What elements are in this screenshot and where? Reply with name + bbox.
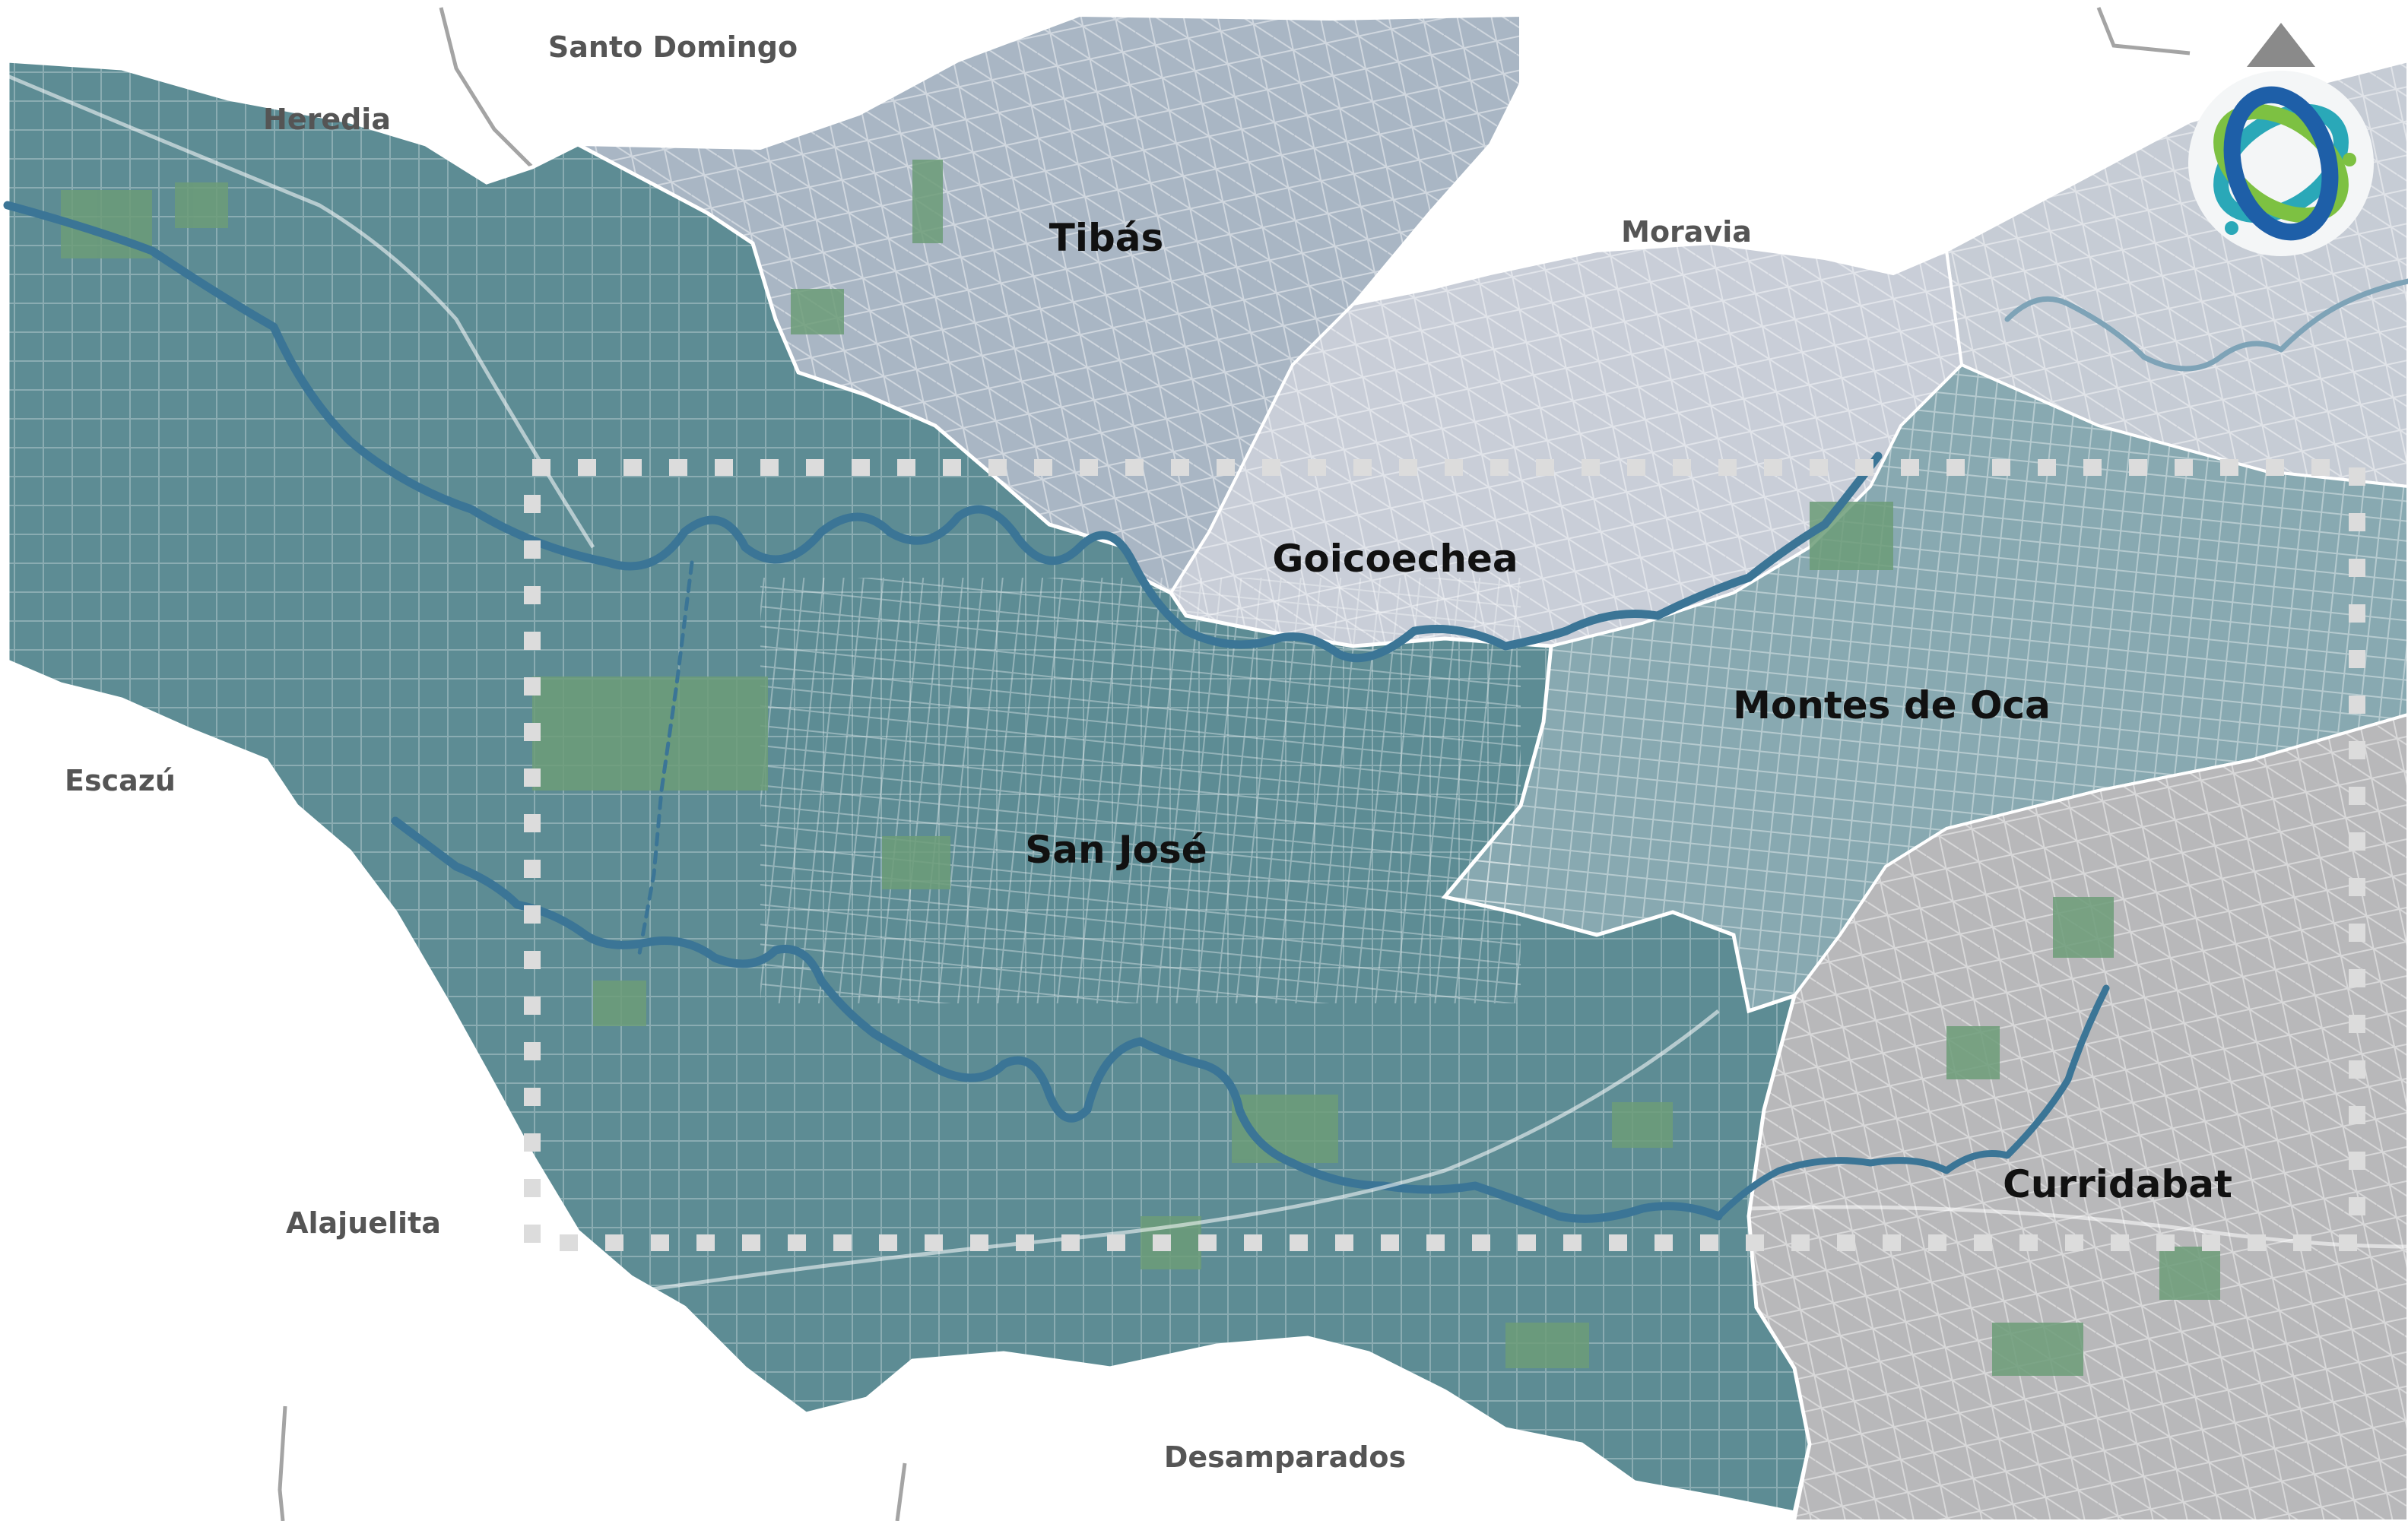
label-montes-de-oca: Montes de Oca — [1733, 683, 2051, 727]
label-alajuelita: Alajuelita — [286, 1206, 441, 1240]
river-east — [1715, 984, 2110, 1220]
label-goicoechea: Goicoechea — [1272, 537, 1518, 581]
logo-icon — [2188, 71, 2374, 256]
label-curridabat: Curridabat — [2003, 1162, 2232, 1206]
outer-boundary-lines — [278, 7, 2191, 1521]
label-heredia: Heredia — [263, 103, 391, 136]
north-arrow-icon — [2247, 23, 2315, 67]
river-south — [391, 816, 1723, 1223]
study-area-frame — [524, 459, 2365, 1251]
creek-dashed — [636, 560, 694, 960]
label-san-jose: San José — [1025, 828, 1207, 872]
rivers — [3, 201, 2408, 1223]
park-areas — [61, 160, 2220, 1376]
river-northeast — [2004, 278, 2408, 372]
label-tibas: Tibás — [1049, 216, 1164, 260]
label-santo-domingo: Santo Domingo — [548, 30, 798, 64]
river-north — [3, 201, 1883, 663]
label-escazu: Escazú — [65, 764, 176, 797]
label-desamparados: Desamparados — [1164, 1440, 1406, 1474]
highways — [7, 74, 2408, 1294]
label-moravia: Moravia — [1621, 215, 1752, 249]
